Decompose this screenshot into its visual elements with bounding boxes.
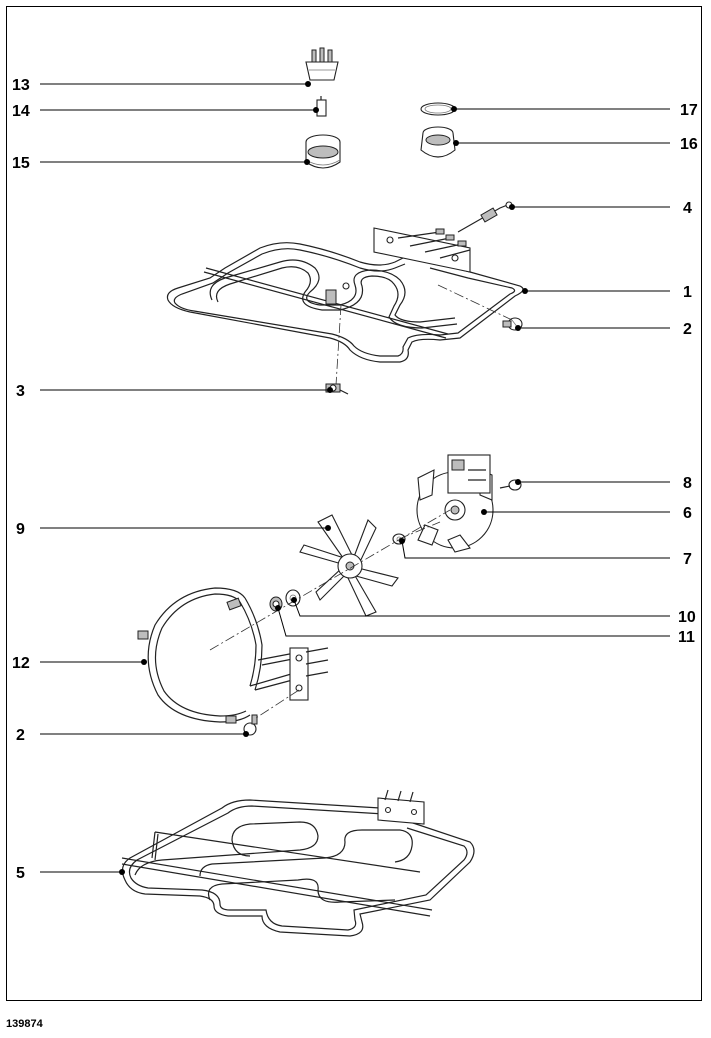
- callout-17: 17: [680, 102, 698, 119]
- callout-4: 4: [683, 200, 692, 217]
- callout-9: 9: [16, 521, 25, 538]
- callout-16: 16: [680, 136, 698, 153]
- lamp-glass-part: [420, 126, 456, 158]
- callout-11: 11: [678, 629, 695, 646]
- callout-10: 10: [678, 609, 696, 626]
- callout-14: 14: [12, 103, 30, 120]
- callout-12: 12: [12, 655, 30, 672]
- callout-5: 5: [16, 865, 25, 882]
- fan-blade-part: [299, 514, 399, 617]
- lamp-holder-part: [305, 134, 341, 169]
- top-grill-element: [166, 227, 524, 363]
- callout-8: 8: [683, 475, 692, 492]
- lamp-bulb-part: [316, 96, 327, 117]
- callout-1: 1: [683, 284, 692, 301]
- bottom-heating-element: [121, 789, 475, 937]
- drawing-frame: [6, 6, 702, 1001]
- drawing-reference-number: 139874: [6, 1018, 43, 1030]
- thermostat-probe-part: [457, 201, 513, 233]
- callout-7: 7: [683, 551, 692, 568]
- circular-heating-element: [137, 587, 329, 724]
- callout-2-upper: 2: [683, 321, 692, 338]
- callout-13: 13: [12, 77, 30, 94]
- leader-dots: [119, 81, 528, 875]
- callout-6: 6: [683, 505, 692, 522]
- fan-motor-part: [416, 454, 494, 553]
- callout-15: 15: [12, 155, 30, 172]
- callout-2-lower: 2: [16, 727, 25, 744]
- lamp-cover-part: [305, 47, 339, 81]
- callout-3: 3: [16, 383, 25, 400]
- seal-ring-part: [420, 102, 456, 116]
- leader-lines: [40, 83, 670, 873]
